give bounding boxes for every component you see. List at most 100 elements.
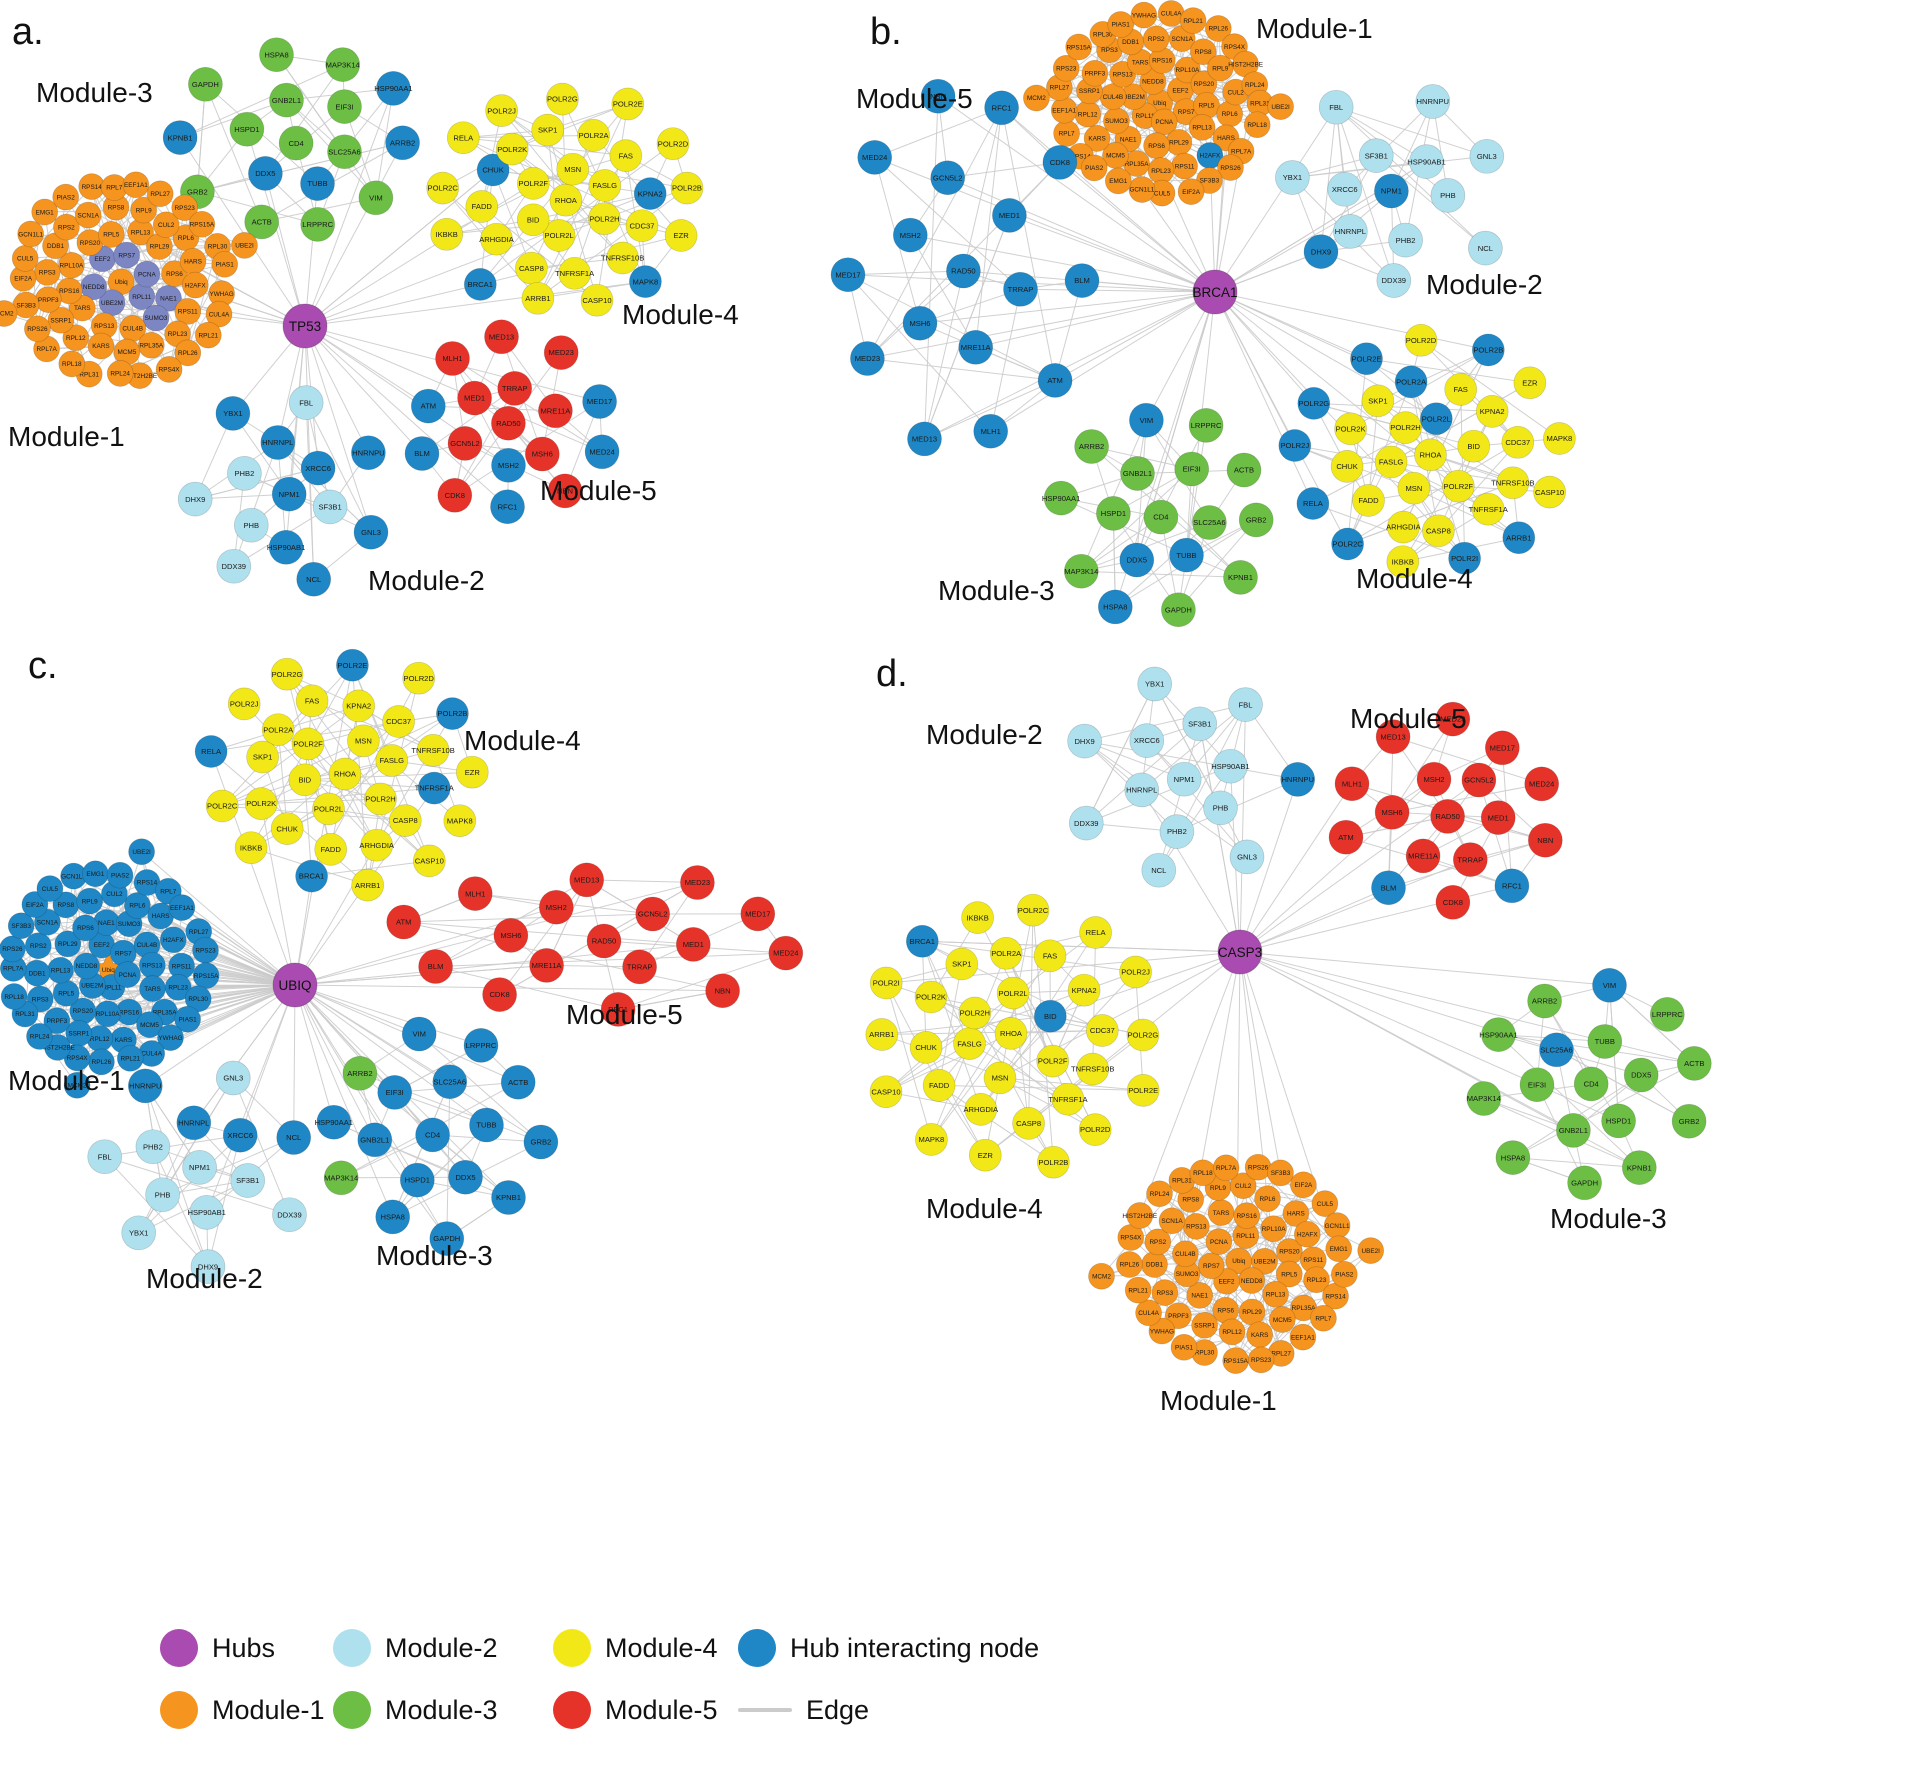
node-GNB2L1[interactable]: GNB2L1 [269, 82, 304, 118]
node-CDK8[interactable]: CDK8 [482, 977, 517, 1012]
node-DDX5[interactable]: DDX5 [1623, 1057, 1659, 1093]
node-TNFRSF1A[interactable]: TNFRSF1A [555, 256, 595, 290]
node-DDX39[interactable]: DDX39 [1068, 805, 1104, 841]
node-TARS[interactable]: TARS [1207, 1199, 1235, 1226]
node-MED24[interactable]: MED24 [857, 140, 893, 175]
node-POLR2L[interactable]: POLR2L [1419, 402, 1453, 436]
node-PRPF3[interactable]: PRPF3 [1165, 1302, 1192, 1330]
node-MAP3K14[interactable]: MAP3K14 [1063, 553, 1099, 589]
node-DDX39[interactable]: DDX39 [272, 1197, 307, 1233]
node-BRCA1[interactable]: BRCA1 [463, 268, 497, 301]
node-MSH6[interactable]: MSH6 [493, 918, 529, 953]
node-MED13[interactable]: MED13 [1375, 719, 1411, 755]
node-POLR2K[interactable]: POLR2K [244, 787, 278, 820]
node-FBL[interactable]: FBL [87, 1139, 123, 1175]
node-POLR2F[interactable]: POLR2F [1441, 469, 1475, 503]
node-MED1[interactable]: MED1 [1480, 800, 1516, 835]
node-RFC1[interactable]: RFC1 [1494, 868, 1530, 904]
node-MCM2[interactable]: MCM2 [1023, 84, 1050, 112]
node-RPL5[interactable]: RPL5 [97, 221, 125, 248]
node-ACTB[interactable]: ACTB [244, 204, 280, 240]
node-MLH1[interactable]: MLH1 [435, 341, 470, 376]
node-ARHGDIA[interactable]: ARHGDIA [479, 222, 515, 256]
node-H2AFX[interactable]: H2AFX [159, 926, 187, 954]
node-CASP8[interactable]: CASP8 [515, 251, 548, 285]
node-RHOA[interactable]: RHOA [549, 183, 583, 217]
node-HSP90AB1[interactable]: HSP90AB1 [267, 529, 305, 565]
node-SSRP1[interactable]: SSRP1 [47, 306, 75, 334]
node-TNFRSF10B[interactable]: TNFRSF10B [1491, 466, 1535, 500]
node-FADD[interactable]: FADD [314, 833, 348, 866]
node-GNB2L1[interactable]: GNB2L1 [1556, 1113, 1591, 1148]
node-MED17[interactable]: MED17 [582, 384, 617, 419]
node-HSPA8[interactable]: HSPA8 [375, 1199, 411, 1235]
node-GCN1L1[interactable]: GCN1L1 [17, 220, 45, 248]
node-RPL5[interactable]: RPL5 [1275, 1260, 1303, 1288]
node-PHB2[interactable]: PHB2 [1388, 222, 1423, 258]
node-GRB2[interactable]: GRB2 [1671, 1103, 1707, 1139]
node-POLR2E[interactable]: POLR2E [611, 87, 645, 121]
node-GRB2[interactable]: GRB2 [1238, 502, 1274, 538]
node-MCM5[interactable]: MCM5 [136, 1011, 163, 1038]
node-PCNA[interactable]: PCNA [1205, 1228, 1233, 1255]
node-GCN1L1[interactable]: GCN1L1 [1128, 176, 1156, 203]
node-HSP90AA1[interactable]: HSP90AA1 [374, 71, 413, 106]
node-FAS[interactable]: FAS [295, 684, 329, 718]
node-HSPD1[interactable]: HSPD1 [399, 1162, 435, 1198]
node-GAPDH[interactable]: GAPDH [188, 66, 223, 102]
node-RHOA[interactable]: RHOA [328, 757, 362, 791]
node-MSN[interactable]: MSN [556, 152, 590, 186]
node-NAE1[interactable]: NAE1 [1186, 1282, 1214, 1309]
node-POLR2E[interactable]: POLR2E [336, 648, 369, 682]
node-MCM2[interactable]: MCM2 [63, 1071, 91, 1099]
node-SLC25A6[interactable]: SLC25A6 [327, 134, 362, 170]
node-POLR2F[interactable]: POLR2F [1036, 1044, 1070, 1078]
node-HNRNPL[interactable]: HNRNPL [1124, 772, 1160, 808]
node-POLR2B[interactable]: POLR2B [1037, 1145, 1070, 1179]
node-POLR2J[interactable]: POLR2J [227, 687, 261, 721]
node-BLM[interactable]: BLM [1064, 263, 1100, 298]
node-YWHAG[interactable]: YWHAG [1148, 1317, 1176, 1345]
node-RPS23[interactable]: RPS23 [171, 194, 199, 222]
node-RPS23[interactable]: RPS23 [192, 936, 219, 964]
node-RHOA[interactable]: RHOA [1414, 438, 1447, 472]
node-POLR2J[interactable]: POLR2J [1278, 429, 1312, 462]
node-EMG1[interactable]: EMG1 [82, 860, 109, 888]
node-MLH1[interactable]: MLH1 [1334, 766, 1370, 802]
node-EIF3I[interactable]: EIF3I [377, 1075, 413, 1110]
node-RPL5[interactable]: RPL5 [1193, 91, 1220, 119]
node-RPL18[interactable]: RPL18 [58, 350, 86, 378]
node-EIF3I[interactable]: EIF3I [1174, 451, 1210, 487]
node-CASP10[interactable]: CASP10 [1533, 475, 1566, 509]
node-POLR2A[interactable]: POLR2A [261, 713, 295, 747]
node-DDX5[interactable]: DDX5 [448, 1159, 483, 1195]
node-RPS20[interactable]: RPS20 [69, 997, 97, 1025]
node-PCNA[interactable]: PCNA [114, 961, 141, 988]
node-RPL24[interactable]: RPL24 [26, 1023, 53, 1050]
node-PRPF3[interactable]: PRPF3 [43, 1007, 71, 1035]
node-FASLG[interactable]: FASLG [1374, 445, 1408, 479]
node-EEF1A1[interactable]: EEF1A1 [1289, 1323, 1317, 1351]
node-EIF3I[interactable]: EIF3I [1519, 1067, 1555, 1103]
node-RPL21[interactable]: RPL21 [1179, 7, 1207, 34]
node-TUBB[interactable]: TUBB [1587, 1024, 1623, 1059]
node-DHX9[interactable]: DHX9 [1303, 234, 1339, 269]
node-GAPDH[interactable]: GAPDH [1161, 592, 1196, 628]
node-KPNB1[interactable]: KPNB1 [1223, 560, 1258, 595]
node-RAD50[interactable]: RAD50 [586, 923, 622, 959]
node-SSRP1[interactable]: SSRP1 [65, 1020, 93, 1047]
node-RPL29[interactable]: RPL29 [1165, 129, 1193, 156]
node-LRPPRC[interactable]: LRPPRC [1188, 408, 1224, 443]
node-MAPK8[interactable]: MAPK8 [629, 265, 662, 298]
node-YBX1[interactable]: YBX1 [215, 396, 251, 431]
node-POLR2E[interactable]: POLR2E [1350, 342, 1383, 376]
node-RPS11[interactable]: RPS11 [1299, 1246, 1327, 1274]
node-HSPA8[interactable]: HSPA8 [1495, 1140, 1531, 1175]
node-MED17[interactable]: MED17 [830, 257, 866, 293]
node-POLR2A[interactable]: POLR2A [989, 936, 1023, 970]
node-RPL23[interactable]: RPL23 [164, 974, 192, 1001]
node-IKBKB[interactable]: IKBKB [234, 831, 268, 865]
node-MSN[interactable]: MSN [983, 1061, 1017, 1095]
node-FBL[interactable]: FBL [1318, 89, 1354, 125]
node-HSPD1[interactable]: HSPD1 [1096, 496, 1131, 531]
